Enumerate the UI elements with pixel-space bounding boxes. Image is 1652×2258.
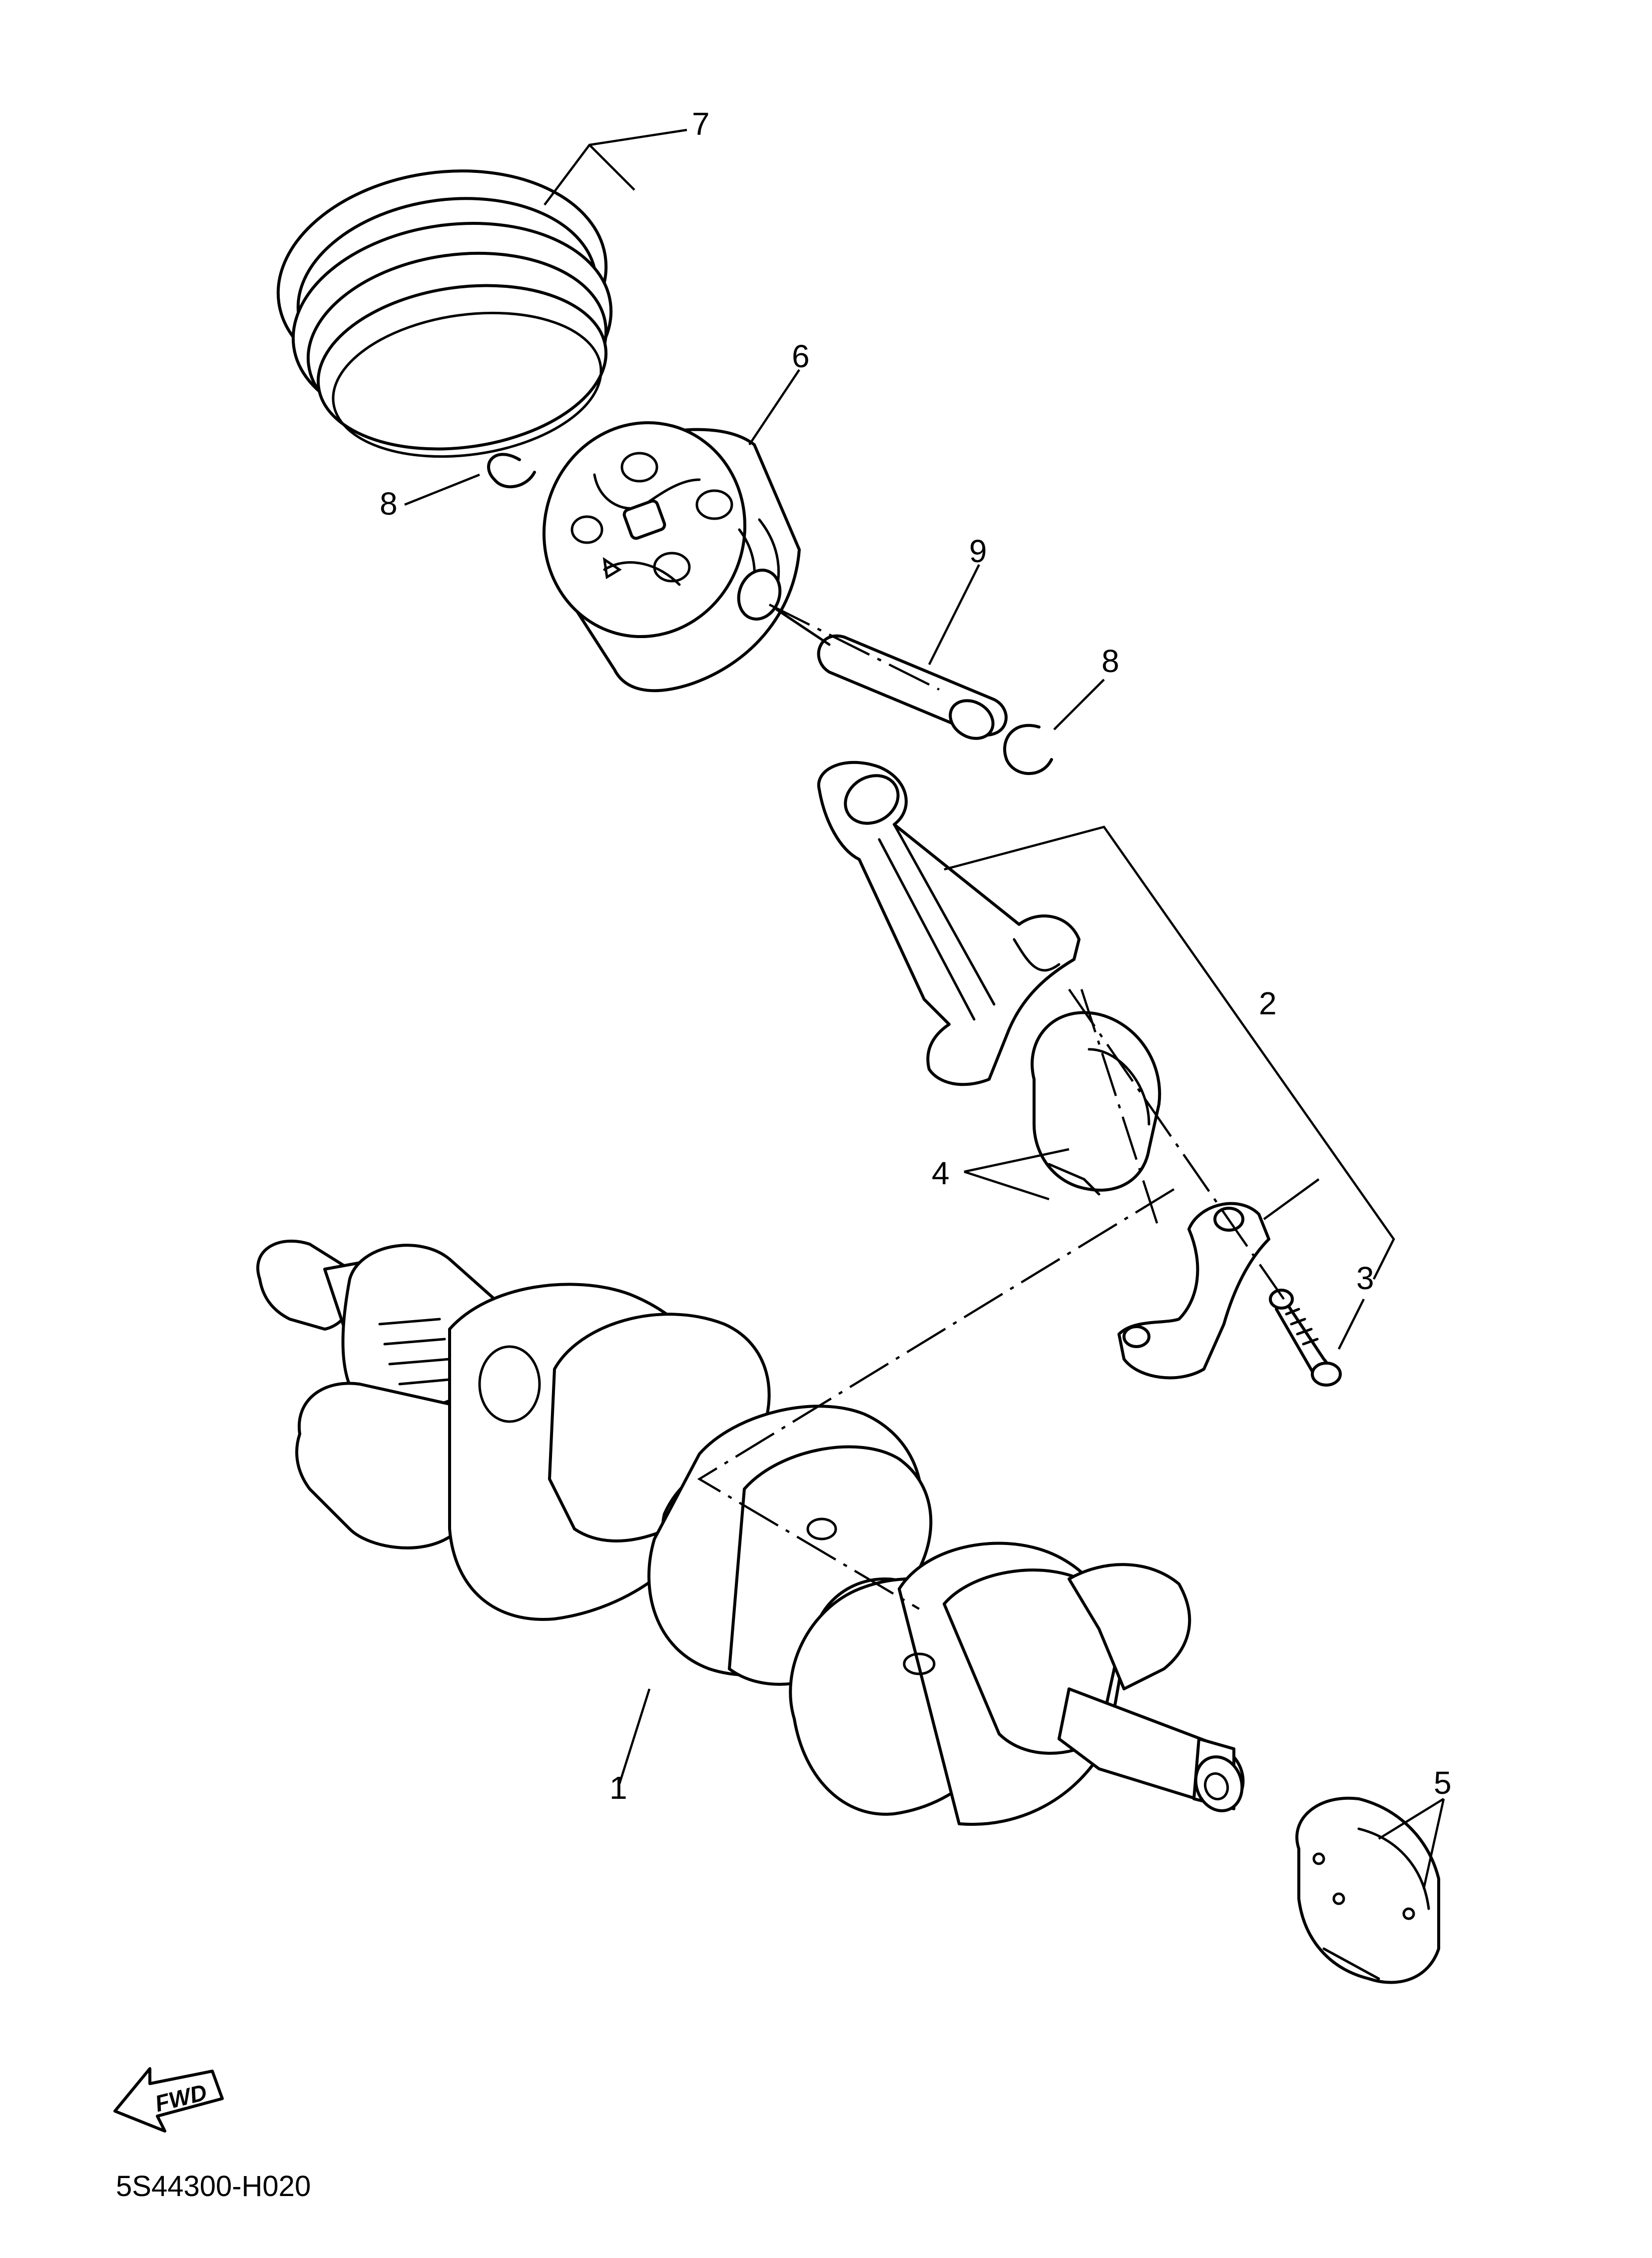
callout-1: 1 (609, 1770, 627, 1806)
callout-4: 4 (932, 1155, 950, 1191)
callout-6: 6 (792, 338, 810, 374)
piston-pin-clip-left (487, 453, 536, 489)
connecting-rod (817, 760, 1081, 1086)
crankshaft-main-bearing (1295, 1796, 1440, 1984)
callout-7: 7 (692, 106, 710, 142)
connecting-rod-bolt (1269, 1289, 1342, 1387)
callout-8-left: 8 (380, 486, 398, 522)
alignment-lines (697, 603, 1285, 1610)
piston-ring-set (276, 169, 613, 458)
forward-arrow-icon: FWD (113, 2067, 224, 2133)
callout-5: 5 (1434, 1765, 1452, 1801)
piston-pin-clip-right (1003, 724, 1053, 775)
callout-3: 3 (1356, 1260, 1374, 1296)
leader-lines (404, 128, 1445, 1889)
callout-8-right: 8 (1101, 643, 1119, 679)
drawing-code: 5S44300-H020 (116, 2170, 311, 2203)
connecting-rod-cap (1117, 1202, 1270, 1380)
piston (542, 421, 801, 693)
crankshaft (256, 1239, 1245, 1826)
piston-pin (775, 608, 1008, 740)
connecting-rod-bearing (1031, 1011, 1161, 1196)
callout-2: 2 (1259, 985, 1277, 1021)
callout-labels: 1 2 3 4 5 6 7 8 8 9 (380, 106, 1452, 1806)
callout-9: 9 (969, 533, 987, 569)
